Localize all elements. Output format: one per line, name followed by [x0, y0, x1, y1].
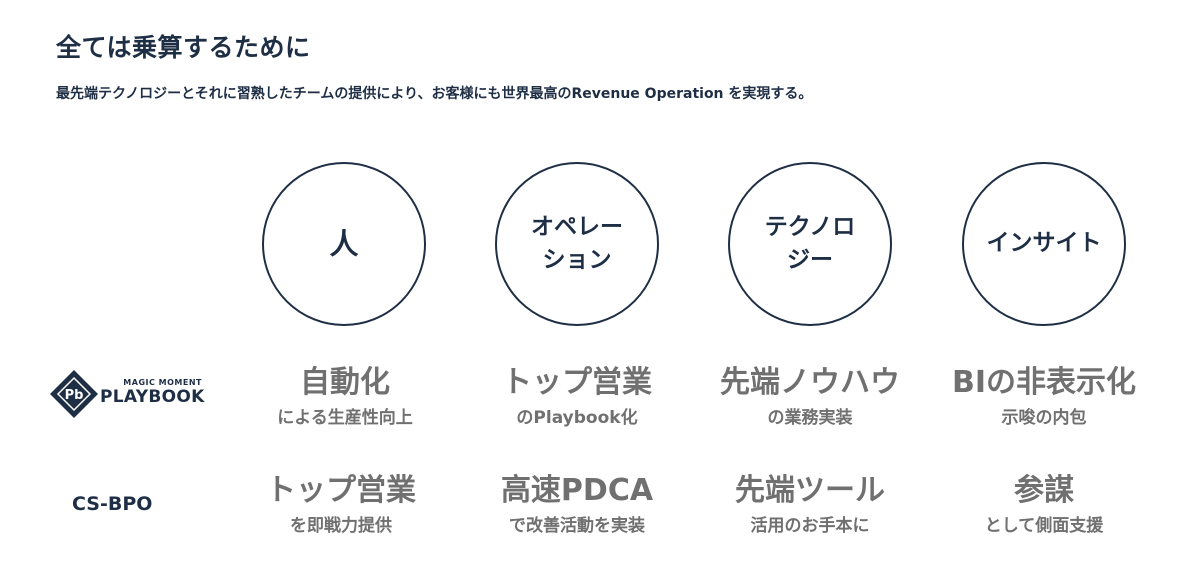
pillar-label: 人	[329, 226, 359, 261]
playbook-logo-small-text: MAGIC MOMENT	[123, 378, 202, 387]
cell-main-text: 先端ノウハウ	[720, 365, 900, 400]
cell-sub-text: で改善活動を実装	[509, 516, 645, 536]
svg-text:Pb: Pb	[65, 388, 84, 403]
pillar-circle-technology: テクノロ ジー	[728, 162, 892, 326]
playbook-cell-insight: BIの非表示化 示唆の内包	[934, 366, 1154, 428]
cell-sub-text: による生産性向上	[277, 408, 413, 428]
cell-main-text: トップ営業	[266, 473, 416, 508]
cell-main-text: 自動化	[300, 365, 390, 400]
playbook-cell-technology: 先端ノウハウ の業務実装	[700, 366, 920, 428]
cell-sub-text: を即戦力提供	[290, 516, 392, 536]
cell-sub-text: として側面支援	[984, 516, 1104, 536]
pillar-circle-insight: インサイト	[962, 162, 1126, 326]
pillar-label: テクノロ ジー	[764, 213, 856, 273]
pillar-label: インサイト	[986, 230, 1102, 257]
playbook-cell-operation: トップ営業 のPlaybook化	[467, 366, 687, 428]
cs-bpo-label: CS-BPO	[72, 493, 153, 515]
cell-sub-text: 活用のお手本に	[750, 516, 870, 536]
pillar-circle-operation: オペレー ション	[495, 162, 659, 326]
playbook-logo-mark-icon: Pb	[50, 370, 98, 418]
cell-main-text: トップ営業	[502, 365, 652, 400]
cell-sub-text: 示唆の内包	[1001, 408, 1087, 428]
playbook-cell-people: 自動化 による生産性向上	[235, 366, 455, 428]
page-title: 全ては乗算するために	[56, 33, 311, 62]
cell-main-text: 先端ツール	[735, 473, 885, 508]
page-subtitle: 最先端テクノロジーとそれに習熟したチームの提供により、お客様にも世界最高のRev…	[56, 86, 813, 102]
cell-main-text: 参謀	[1014, 473, 1074, 508]
cell-sub-text: のPlaybook化	[516, 408, 638, 428]
cell-sub-text: の業務実装	[767, 408, 853, 428]
cell-main-text: 高速PDCA	[500, 473, 654, 508]
csbpo-cell-people: トップ営業 を即戦力提供	[231, 474, 451, 536]
cell-main-text: BIの非表示化	[951, 365, 1137, 400]
csbpo-cell-insight: 参謀 として側面支援	[934, 474, 1154, 536]
playbook-logo: Pb MAGIC MOMENT PLAYBOOK	[48, 368, 208, 422]
csbpo-cell-operation: 高速PDCA で改善活動を実装	[467, 474, 687, 536]
csbpo-cell-technology: 先端ツール 活用のお手本に	[700, 474, 920, 536]
pillar-circle-people: 人	[262, 162, 426, 326]
pillar-label: オペレー ション	[531, 213, 623, 273]
playbook-logo-text: PLAYBOOK	[100, 387, 205, 407]
